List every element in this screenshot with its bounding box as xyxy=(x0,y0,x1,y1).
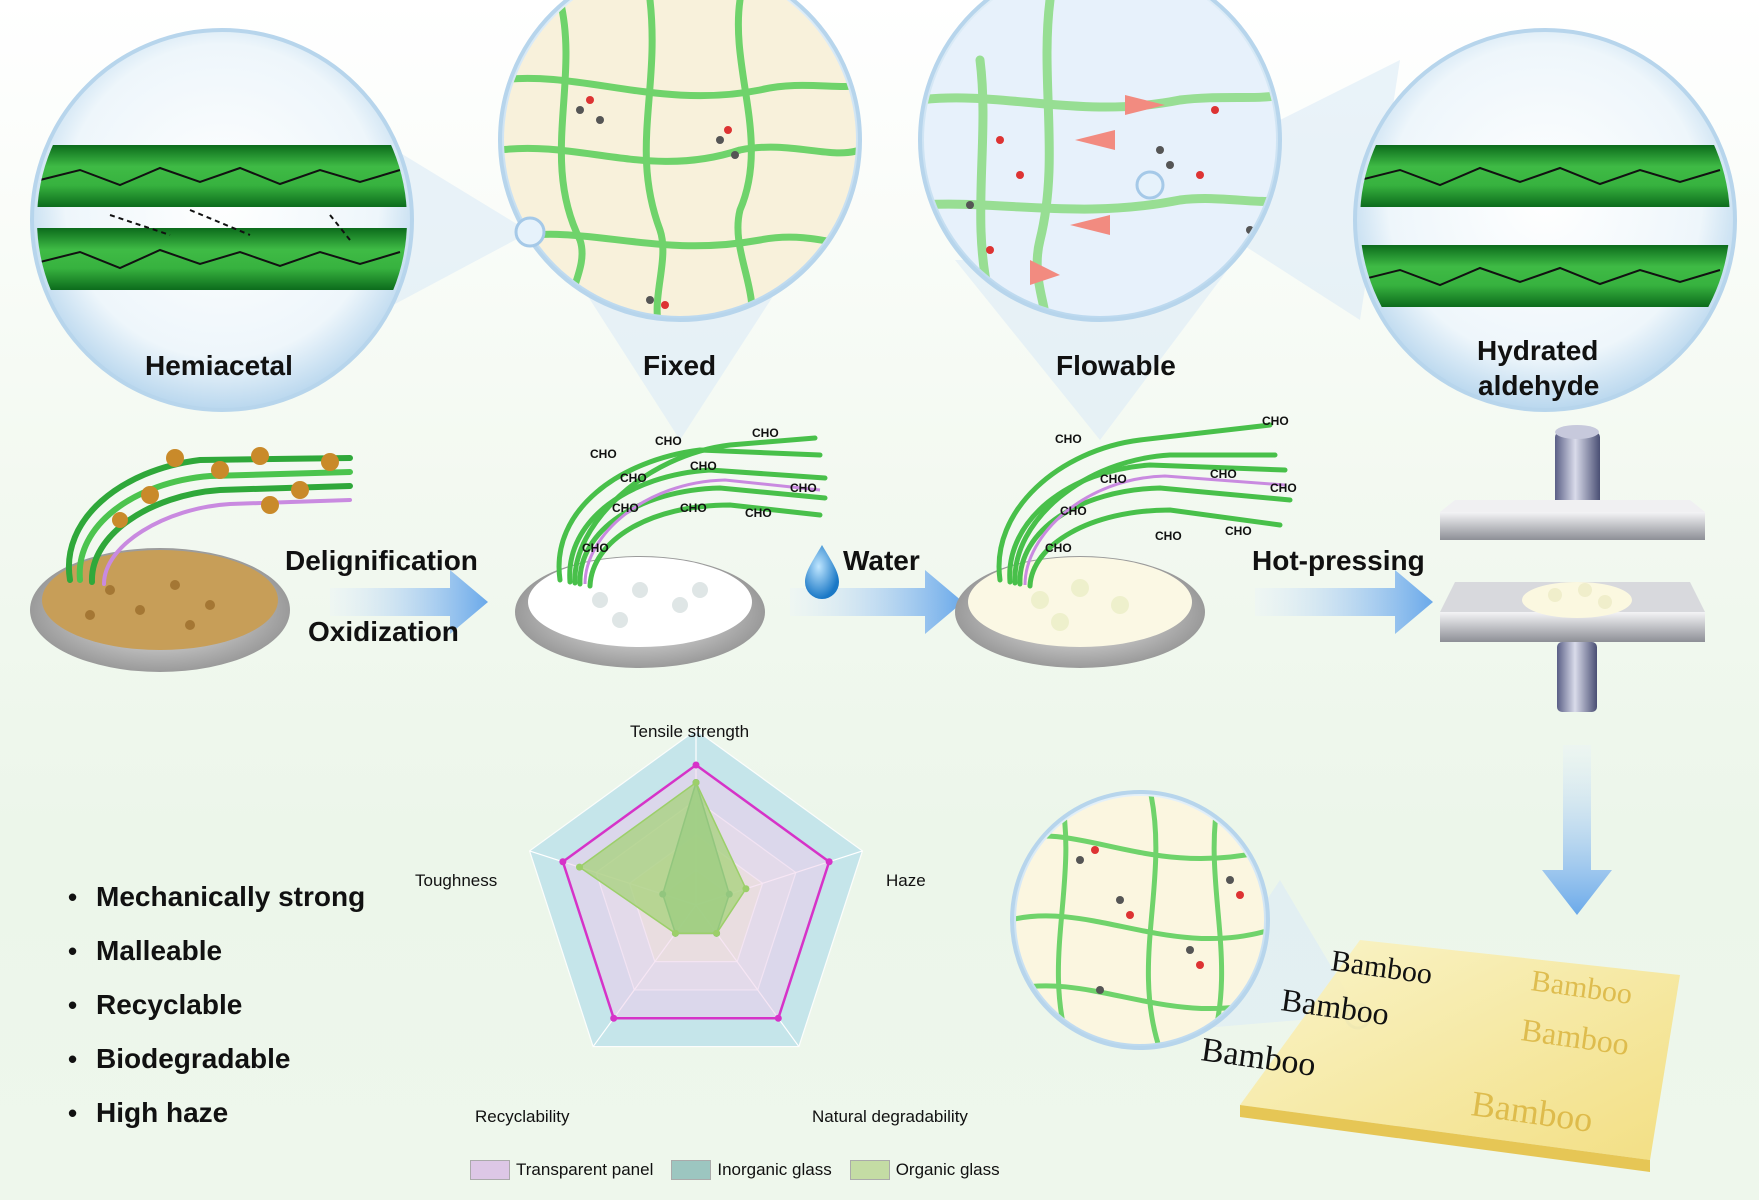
svg-text:CHO: CHO xyxy=(582,541,609,555)
svg-text:CHO: CHO xyxy=(690,459,717,473)
property-item: Malleable xyxy=(68,924,365,978)
hydrated-fiber-dish: CHO CHO CHO CHO CHO CHO CHO CHO CHO CHO xyxy=(955,414,1297,668)
axis-label-tensile-strength: Tensile strength xyxy=(630,722,750,741)
legend-item: Transparent panel xyxy=(470,1160,653,1180)
fixed-network-bubble xyxy=(498,0,862,322)
svg-text:CHO: CHO xyxy=(590,447,617,461)
svg-text:CHO: CHO xyxy=(745,506,772,520)
property-item: Mechanically strong xyxy=(68,870,365,924)
property-item: Biodegradable xyxy=(68,1032,365,1086)
arrow-water xyxy=(790,570,963,634)
oxidized-fiber-dish: CHO CHO CHO CHO CHO CHO CHO CHO CHO CHO xyxy=(515,426,828,668)
radar-point xyxy=(692,779,700,786)
radar-chart xyxy=(528,729,864,1048)
radar-point xyxy=(610,1014,618,1022)
water-drop-icon xyxy=(805,545,839,599)
property-item: Recyclable xyxy=(68,978,365,1032)
radar-point xyxy=(559,858,567,866)
legend-label: Organic glass xyxy=(895,1160,1000,1179)
radar-point xyxy=(774,1014,782,1022)
label-oxidization: Oxidization xyxy=(308,616,459,647)
axis-label-natural-degradability: Natural degradability xyxy=(812,1107,968,1126)
radar-point xyxy=(713,929,721,937)
flowable-network-bubble xyxy=(918,0,1282,322)
hydrated-aldehyde-bubble xyxy=(1353,28,1737,412)
radar-point xyxy=(692,761,700,769)
svg-text:CHO: CHO xyxy=(1060,504,1087,518)
radar-point xyxy=(575,863,583,871)
svg-text:CHO: CHO xyxy=(1270,481,1297,495)
radar-point xyxy=(742,885,750,893)
property-list: Mechanically strong Malleable Recyclable… xyxy=(68,870,365,1140)
legend-item: Organic glass xyxy=(849,1160,1000,1180)
svg-text:CHO: CHO xyxy=(1045,541,1072,555)
axis-label-toughness: Toughness xyxy=(415,871,498,890)
arrow-delignification xyxy=(330,570,488,634)
svg-text:CHO: CHO xyxy=(612,501,639,515)
property-item: High haze xyxy=(68,1086,365,1140)
svg-text:CHO: CHO xyxy=(680,501,707,515)
svg-text:CHO: CHO xyxy=(1210,467,1237,481)
svg-text:CHO: CHO xyxy=(655,434,682,448)
arrow-hot-pressing xyxy=(1255,570,1433,634)
label-water: Water xyxy=(843,545,920,576)
legend-label: Inorganic glass xyxy=(717,1160,832,1179)
svg-text:CHO: CHO xyxy=(620,471,647,485)
svg-text:CHO: CHO xyxy=(1155,529,1182,543)
svg-text:CHO: CHO xyxy=(1262,414,1289,428)
radar-legend: Transparent panel Inorganic glass Organi… xyxy=(470,1160,1000,1180)
label-aldehyde: aldehyde xyxy=(1478,370,1600,401)
svg-text:CHO: CHO xyxy=(790,481,817,495)
raw-bamboo-dish xyxy=(30,548,290,672)
hemiacetal-bubble xyxy=(30,28,414,412)
svg-text:CHO: CHO xyxy=(1100,472,1127,486)
legend-swatch xyxy=(671,1160,712,1180)
legend-swatch xyxy=(470,1160,510,1180)
axis-label-haze: Haze xyxy=(886,871,926,890)
radar-point xyxy=(671,929,679,937)
svg-text:CHO: CHO xyxy=(1225,524,1252,538)
lignified-fiber-bundle xyxy=(65,447,353,586)
product-network-bubble xyxy=(1010,790,1372,1050)
bamboo-transparent-panel: Bamboo Bamboo Bamboo Bamboo Bamboo Bambo… xyxy=(1199,940,1680,1172)
legend-swatch xyxy=(849,1160,890,1180)
label-hot-pressing: Hot-pressing xyxy=(1252,545,1425,576)
label-fixed: Fixed xyxy=(643,350,717,381)
zoom-cone-hydrated xyxy=(1150,60,1400,320)
radar-series-organic-glass xyxy=(578,781,747,935)
legend-item: Inorganic glass xyxy=(671,1160,832,1180)
legend-label: Transparent panel xyxy=(516,1160,654,1179)
svg-text:CHO: CHO xyxy=(1055,432,1082,446)
svg-text:CHO: CHO xyxy=(752,426,779,440)
label-hydrated: Hydrated xyxy=(1477,335,1599,366)
label-hemiacetal: Hemiacetal xyxy=(145,350,293,381)
hot-press-machine xyxy=(1440,425,1705,712)
label-flowable: Flowable xyxy=(1056,350,1176,381)
label-delignification: Delignification xyxy=(285,545,478,576)
axis-label-recyclability: Recyclability xyxy=(475,1107,570,1126)
radar-point xyxy=(825,858,833,866)
arrow-down xyxy=(1542,745,1612,915)
